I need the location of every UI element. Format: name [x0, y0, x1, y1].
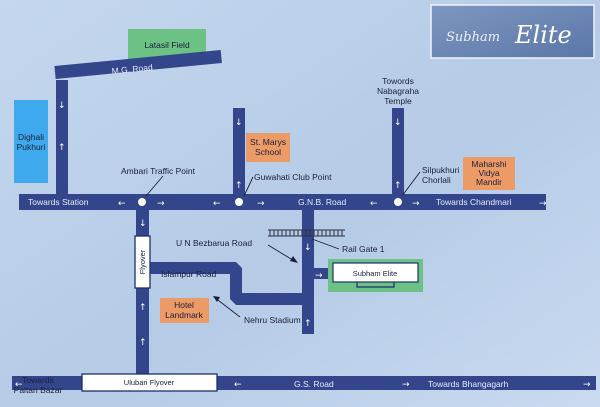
islampur-road: [149, 262, 304, 305]
gnb-road-label: G.N.B. Road: [298, 197, 346, 207]
arrow-down-icon: ↓: [304, 243, 312, 253]
logo-word-elite: Elite: [514, 21, 572, 49]
arrow-right-icon: →: [315, 271, 323, 281]
towards-chandmari-label: Towards Chandmari: [436, 197, 512, 207]
svg-text:Hotel: Hotel: [174, 300, 194, 310]
nehru-stadium-label: Nehru Stadium: [244, 315, 301, 325]
arrow-right-icon: →: [402, 380, 410, 390]
road-flyover: [136, 208, 149, 378]
arrow-right-icon: →: [157, 199, 165, 209]
gs-road-label: G.S. Road: [294, 379, 334, 389]
arrow-right-icon: →: [583, 380, 591, 390]
svg-text:Subham Elite: Subham Elite: [353, 269, 398, 278]
towards-paltan-label-2: Paltan Bazar: [14, 385, 63, 395]
arrow-down-icon: ↓: [58, 101, 66, 111]
svg-text:St. Marys: St. Marys: [250, 137, 286, 147]
arrow-up-icon: ↑: [139, 303, 147, 313]
arrow-up-icon: ↑: [58, 143, 66, 153]
arrow-right-icon: →: [412, 199, 420, 209]
gnb-road: [19, 194, 546, 210]
silpukhuri-chorlali-marker: [394, 198, 402, 206]
towards-bhangagarh-label: Towards Bhangagarh: [428, 379, 509, 389]
svg-text:Pukhuri: Pukhuri: [17, 142, 46, 152]
svg-text:Landmark: Landmark: [165, 310, 204, 320]
arrow-down-icon: ↓: [139, 219, 147, 229]
svg-text:Flyover: Flyover: [138, 249, 147, 274]
road-rail-gate: [302, 208, 314, 334]
maharshi-vidya-mandir: Maharshi Vidya Mandir: [463, 157, 515, 190]
guwahati-club-point-marker: [235, 198, 243, 206]
mg-road-label: M.G. Road: [111, 62, 153, 76]
logo-word-subham: Subham: [446, 30, 500, 45]
nabagraha-label-2: Nabagraha: [377, 86, 419, 96]
towards-station-label: Towards Station: [28, 197, 89, 207]
arrow-left-icon: ←: [370, 199, 378, 209]
rail-track: [268, 229, 345, 237]
islampur-road-label: Islampur Road: [161, 269, 217, 279]
svg-text:Dighali: Dighali: [18, 132, 44, 142]
svg-text:Ulubari Flyover: Ulubari Flyover: [124, 378, 175, 387]
road-to-subham-elite: [312, 268, 334, 279]
arrow-left-icon: ←: [234, 380, 242, 390]
chorlali-label: Chorlali: [422, 175, 451, 185]
silpukhuri-label: Silpukhuri: [422, 165, 459, 175]
road-st-marys: [233, 108, 245, 200]
arrow-down-icon: ↓: [394, 118, 402, 128]
arrow-left-icon: ←: [213, 199, 221, 209]
guwahati-club-point-label: Guwahati Club Point: [254, 172, 332, 182]
direction-arrows: ← → ← → ← → → ↑ ↓ ↑ ↓ ↑ ↓ ↓ ↑ ↑ ↓ ↑ → ← …: [15, 101, 591, 390]
arrow-left-icon: ←: [118, 199, 126, 209]
svg-text:Mandir: Mandir: [476, 177, 502, 187]
arrow-right-icon: →: [257, 199, 265, 209]
ulubari-flyover: Ulubari Flyover: [81, 373, 218, 392]
svg-text:School: School: [255, 147, 281, 157]
rail-gate-label: Rail Gate 1: [342, 244, 385, 254]
arrow-up-icon: ↑: [304, 319, 312, 329]
arrow-left-icon: ←: [15, 380, 23, 390]
nabagraha-label-1: Towords: [382, 76, 414, 86]
un-bezbarua-road-label: U N Bezbarua Road: [176, 238, 252, 248]
arrow-up-icon: ↑: [139, 338, 147, 348]
pointer-arrowhead: [290, 256, 298, 263]
arrow-up-icon: ↑: [394, 181, 402, 191]
arrow-down-icon: ↓: [235, 118, 243, 128]
ambari-traffic-point-marker: [138, 198, 146, 206]
road-nabagraha: [392, 108, 404, 200]
svg-text:Vidya: Vidya: [478, 168, 499, 178]
subham-elite-logo: Subham Elite: [430, 4, 595, 59]
pointer-arrowhead: [213, 296, 220, 302]
st-marys-school: St. Marys School: [246, 133, 290, 162]
nabagraha-label-3: Temple: [384, 96, 412, 106]
ambari-traffic-point-label: Ambari Traffic Point: [121, 166, 196, 176]
hotel-landmark: Hotel Landmark: [160, 298, 209, 323]
arrow-right-icon: →: [539, 199, 547, 209]
towards-paltan-label-1: Towards: [22, 375, 54, 385]
dighali-pukhuri: Dighali Pukhuri: [14, 100, 48, 183]
road-ambari-north: [56, 80, 68, 200]
svg-text:Maharshi: Maharshi: [472, 159, 507, 169]
flyover: Flyover: [134, 235, 151, 289]
mg-road: [54, 50, 222, 79]
arrow-up-icon: ↑: [235, 181, 243, 191]
subham-elite-site: Subham Elite: [328, 259, 423, 292]
svg-text:Latasil Field: Latasil Field: [144, 40, 190, 50]
